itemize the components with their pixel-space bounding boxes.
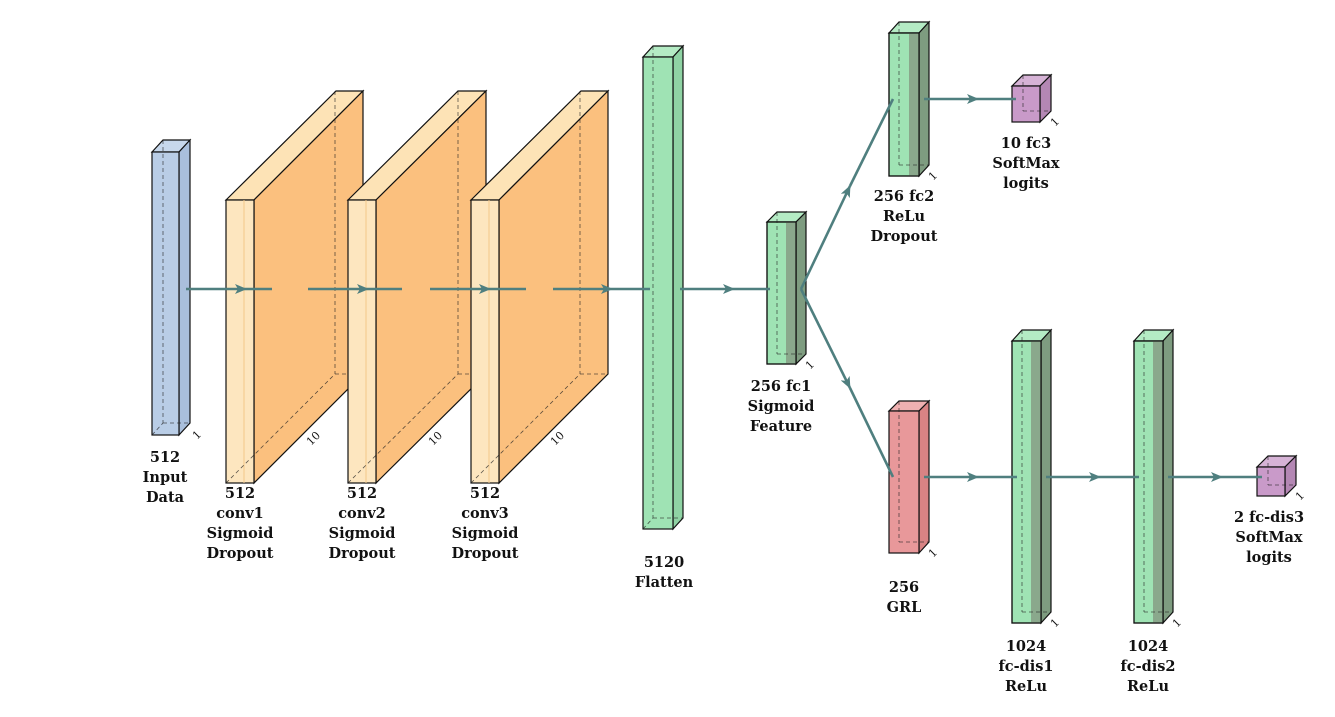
input-side-face bbox=[178, 138, 191, 437]
layer-conv2: 10 512 conv2 Sigmoid Dropout bbox=[329, 89, 488, 562]
fc-dis3-front-face bbox=[1256, 466, 1286, 497]
flatten-side-face bbox=[672, 44, 684, 531]
conv2-label-line2: conv2 bbox=[338, 505, 386, 522]
conv3-label-line2: conv3 bbox=[461, 505, 509, 522]
layer-fc-dis1: 1 1024 fc-dis1 ReLu bbox=[999, 328, 1062, 695]
conv3-label-line3: Sigmoid bbox=[452, 525, 519, 542]
flatten-front-face bbox=[642, 56, 674, 530]
fc-dis3-label-line3: logits bbox=[1246, 549, 1292, 566]
layer-fc1: 1 256 fc1 Sigmoid Feature bbox=[748, 210, 817, 435]
input-front-face bbox=[151, 151, 180, 436]
grl-label-line1: 256 bbox=[889, 579, 919, 596]
fc-dis2-label-line2: fc-dis2 bbox=[1121, 658, 1176, 675]
fc-dis2-label-line1: 1024 bbox=[1128, 638, 1168, 655]
fc-dis3-label-line1: 2 fc-dis3 bbox=[1234, 509, 1304, 526]
flatten-label-line2: Flatten bbox=[635, 574, 694, 591]
fc-dis1-label-line2: fc-dis1 bbox=[999, 658, 1054, 675]
fc2-label-line1: 256 fc2 bbox=[874, 188, 934, 205]
fc1-label-line3: Feature bbox=[750, 418, 812, 435]
fc-dis2-label-line3: ReLu bbox=[1127, 678, 1169, 695]
link-into-fc2 bbox=[848, 98, 895, 187]
input-label-line2: Input bbox=[143, 469, 188, 486]
conv1-label-line2: conv1 bbox=[216, 505, 264, 522]
fc3-depth-label: 1 bbox=[1048, 115, 1062, 129]
layer-flatten: 5120 Flatten bbox=[635, 44, 694, 591]
conv2-label-line4: Dropout bbox=[329, 545, 396, 562]
fc-dis3-label-line2: SoftMax bbox=[1235, 529, 1303, 546]
conv2-depth-label: 10 bbox=[426, 429, 445, 448]
input-label-line3: Data bbox=[146, 489, 185, 506]
conv3-front-face bbox=[470, 199, 500, 484]
layer-conv3: 10 512 conv3 Sigmoid Dropout bbox=[452, 89, 610, 562]
fc2-label-line2: ReLu bbox=[883, 208, 925, 225]
fc1-label-line1: 256 fc1 bbox=[751, 378, 811, 395]
fc1-depth-label: 1 bbox=[803, 358, 817, 372]
fc-dis2-depth-label: 1 bbox=[1170, 616, 1184, 630]
conv2-front-face bbox=[347, 199, 377, 484]
conv1-label-line3: Sigmoid bbox=[207, 525, 274, 542]
fc3-label-line2: SoftMax bbox=[992, 155, 1060, 172]
layer-fc-dis3: 1 2 fc-dis3 SoftMax logits bbox=[1234, 454, 1307, 566]
conv1-depth-label: 10 bbox=[304, 429, 323, 448]
fc-dis1-label-line3: ReLu bbox=[1005, 678, 1047, 695]
grl-depth-label: 1 bbox=[926, 546, 940, 560]
conv2-side-face bbox=[375, 89, 487, 485]
flatten-label-line1: 5120 bbox=[644, 554, 684, 571]
conv1-front-face bbox=[225, 199, 255, 484]
fc-dis1-label-line1: 1024 bbox=[1006, 638, 1046, 655]
arrow-fc1-to-grl bbox=[799, 288, 852, 389]
fc3-front-face bbox=[1011, 85, 1041, 123]
grl-front-face bbox=[888, 410, 920, 554]
conv3-side-face bbox=[498, 89, 609, 485]
layer-fc2: 1 256 fc2 ReLu Dropout bbox=[871, 20, 940, 245]
fc-dis1-depth-label: 1 bbox=[1048, 616, 1062, 630]
input-depth-label: 1 bbox=[190, 428, 204, 442]
conv1-label-line1: 512 bbox=[225, 485, 255, 502]
fc-dis3-depth-label: 1 bbox=[1293, 489, 1307, 503]
layer-grl: 1 256 GRL bbox=[887, 399, 940, 616]
fc2-depth-label: 1 bbox=[926, 169, 940, 183]
input-label-line1: 512 bbox=[150, 449, 180, 466]
conv2-label-line1: 512 bbox=[347, 485, 377, 502]
conv1-label-line4: Dropout bbox=[207, 545, 274, 562]
conv3-label-line1: 512 bbox=[470, 485, 500, 502]
fc3-label-line3: logits bbox=[1003, 175, 1049, 192]
grl-label-line2: GRL bbox=[887, 599, 922, 616]
arrow-fc1-to-fc2 bbox=[799, 185, 852, 290]
fc2-label-line3: Dropout bbox=[871, 228, 938, 245]
layer-conv1: 10 512 conv1 Sigmoid Dropout bbox=[207, 89, 365, 562]
conv1-side-face bbox=[253, 89, 364, 485]
fc3-label-line1: 10 fc3 bbox=[1001, 135, 1051, 152]
connections bbox=[186, 94, 1262, 482]
layer-fc3: 1 10 fc3 SoftMax logits bbox=[992, 73, 1062, 192]
conv3-label-line4: Dropout bbox=[452, 545, 519, 562]
link-into-grl bbox=[848, 387, 895, 478]
layer-fc-dis2: 1 1024 fc-dis2 ReLu bbox=[1121, 328, 1184, 695]
conv2-label-line3: Sigmoid bbox=[329, 525, 396, 542]
layer-input: 1 512 Input Data bbox=[143, 138, 204, 506]
fc1-label-line2: Sigmoid bbox=[748, 398, 815, 415]
